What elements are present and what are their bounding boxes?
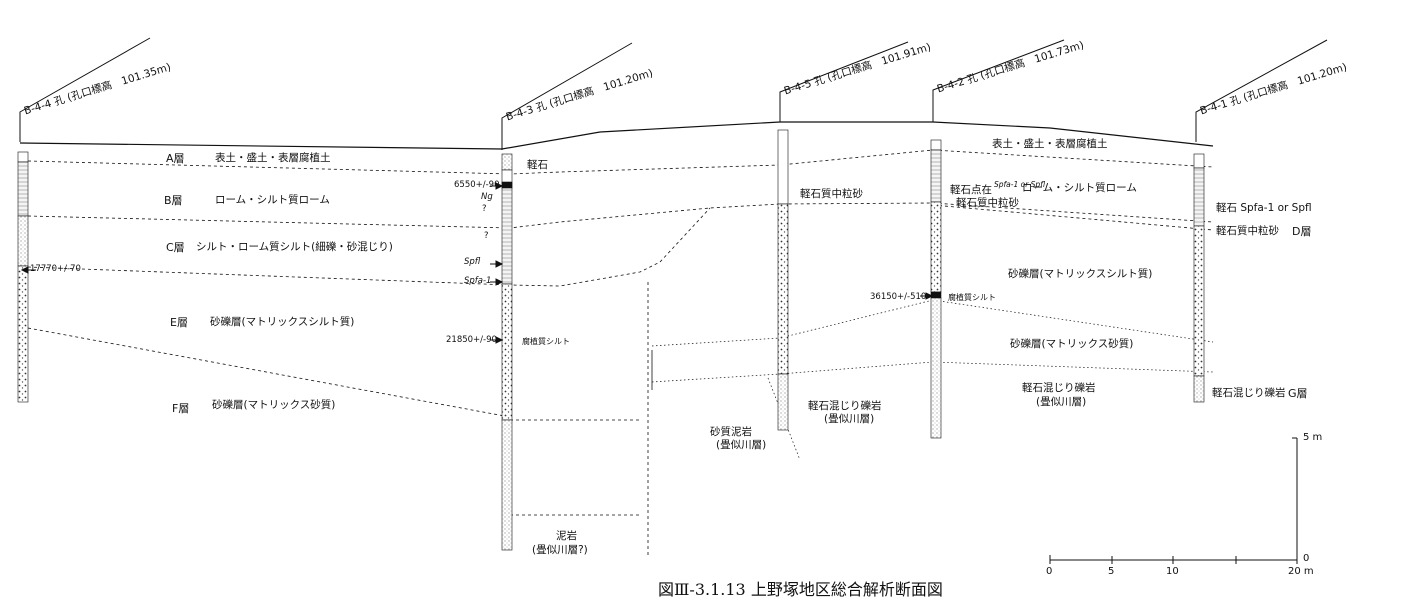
ground-surface: [19, 121, 1214, 150]
layer-desc-c: シルト・ローム質シルト(細礫・砂混じり): [196, 241, 393, 253]
layer-boundaries: [27, 149, 1214, 555]
borehole-column-b44: [17, 151, 29, 403]
annot-date-17770: 17770+/-70: [30, 264, 81, 274]
annot-b45-cong-formation: (畳似川層): [824, 413, 875, 425]
layer-desc-e: 砂礫層(マトリックスシルト質): [210, 316, 355, 328]
annot-b42-spfa: Spfa-1 or Spfl: [994, 180, 1046, 189]
horizontal-scale: [1049, 555, 1298, 564]
right-gravel-silt-label: 砂礫層(マトリックスシルト質): [1008, 268, 1153, 280]
sample-arrows: [20, 182, 934, 344]
right-d-unit: D層: [1292, 225, 1312, 238]
annot-b45-cong: 軽石混じり礫岩: [808, 400, 882, 412]
right-d-sand-label: 軽石質中粒砂: [1216, 225, 1279, 237]
annot-humic-silt-b42: 腐植質シルト: [948, 293, 996, 302]
right-pumice-cong-formation: (畳似川層): [1036, 396, 1087, 408]
horizontal-tick-10: 10: [1166, 566, 1179, 577]
layer-desc-a: 表土・盛土・表層腐植土: [215, 152, 331, 164]
annot-q1: ?: [482, 204, 487, 214]
annot-mudstone-formation: (畳似川層?): [532, 544, 588, 556]
borehole-column-b41: [1193, 153, 1205, 403]
annot-pumice-b43: 軽石: [527, 159, 548, 171]
annot-date-21850: 21850+/-90: [446, 335, 497, 345]
annot-sandy-mud: 砂質泥岩: [710, 426, 752, 438]
annot-b42-sand: 軽石質中粒砂: [956, 197, 1019, 209]
annot-b42-pumice-spots: 軽石点在: [950, 184, 992, 196]
annot-ng: Ng: [481, 192, 493, 202]
right-gravel-sand-label: 砂礫層(マトリックス砂質): [1010, 338, 1134, 350]
layer-unit-c: C層: [166, 241, 185, 254]
borehole-column-b43: [501, 153, 513, 551]
annot-sandy-mud-formation: (畳似川層): [716, 439, 767, 451]
layer-unit-b: B層: [164, 194, 183, 207]
horizontal-tick-5: 5: [1108, 566, 1115, 577]
right-topsoil-label: 表土・盛土・表層腐植土: [992, 138, 1108, 150]
annot-b41-pumice: 軽石 Spfa-1 or Spfl: [1216, 202, 1312, 214]
annot-date-36150: 36150+/-510: [870, 292, 927, 302]
annot-humic-silt-b43: 腐植質シルト: [522, 337, 570, 346]
vertical-scale-zero: 0: [1303, 553, 1310, 564]
borehole-column-b42: [930, 139, 942, 439]
borehole-header-lines: [19, 37, 1328, 150]
horizontal-tick-20m: 20 m: [1288, 566, 1314, 577]
layer-desc-f: 砂礫層(マトリックス砂質): [212, 399, 336, 411]
annot-mudstone: 泥岩: [556, 530, 577, 542]
borehole-column-b45: [777, 129, 789, 431]
vertical-scale: [1292, 437, 1298, 561]
layer-unit-f: F層: [172, 402, 190, 415]
right-g-unit: G層: [1288, 387, 1308, 400]
right-loam-label: ローム・シルト質ローム: [1022, 182, 1137, 194]
figure-caption: 図Ⅲ-3.1.13 上野塚地区総合解析断面図: [658, 580, 943, 599]
layer-desc-b: ローム・シルト質ローム: [215, 194, 330, 206]
right-g-label: 軽石混じり礫岩: [1212, 387, 1286, 399]
annot-spfl-b43: Spfl: [464, 257, 481, 267]
annot-q2: ?: [484, 231, 489, 241]
annot-b45-sand: 軽石質中粒砂: [800, 188, 863, 200]
horizontal-tick-0: 0: [1046, 566, 1053, 577]
annot-spfa-b43: Spfa-1: [464, 276, 492, 286]
annot-date-6560: 6550+/-90: [454, 180, 500, 190]
vertical-scale-label: 5 m: [1303, 432, 1323, 443]
layer-unit-e: E層: [170, 316, 188, 329]
right-pumice-cong-label: 軽石混じり礫岩: [1022, 382, 1096, 394]
layer-unit-a: A層: [166, 152, 185, 165]
